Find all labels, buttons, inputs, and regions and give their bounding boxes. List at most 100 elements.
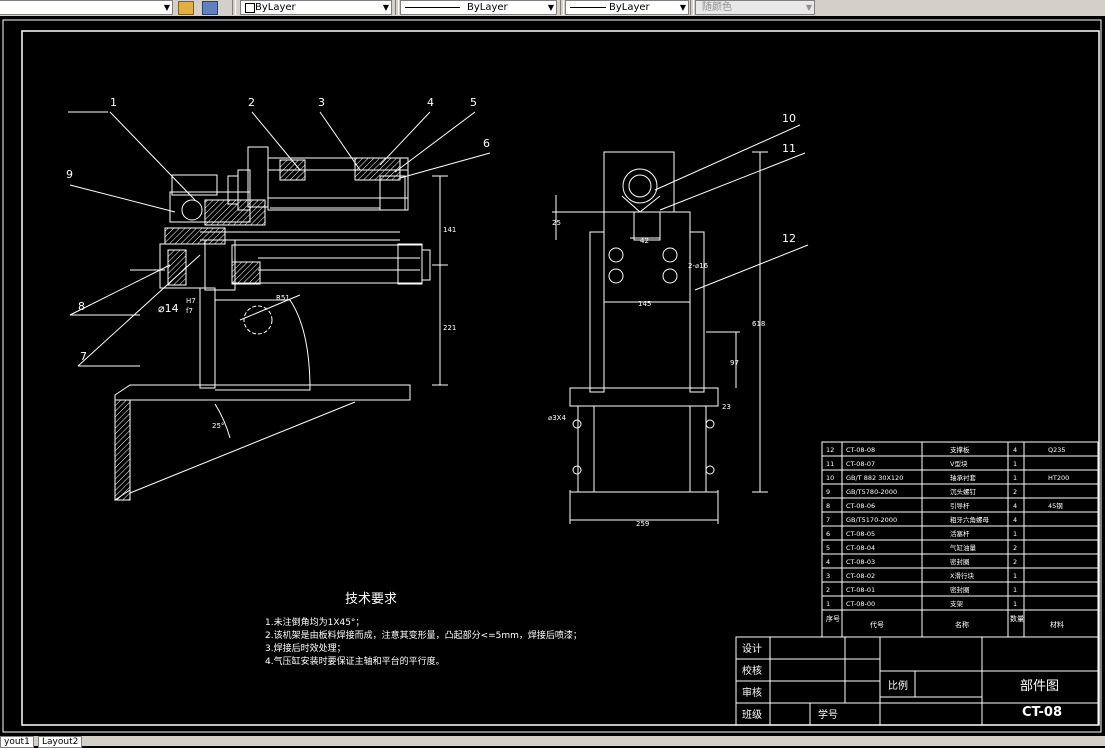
rear-cap-lower: [397, 243, 423, 285]
bom-cell-qty: 1: [1013, 474, 1017, 482]
drawing-canvas[interactable]: 1 2 3 4 5 6 7 8 9 10 11 12 141 221 ⌀14 H…: [0, 16, 1105, 736]
balloon-4: 4: [427, 96, 434, 109]
lineweight-dropdown[interactable]: ByLayer ▼: [565, 0, 689, 15]
bom-cell-qty: 1: [1013, 460, 1017, 468]
bom-cell-no: 9: [826, 488, 830, 496]
bom-cell-qty: 4: [1013, 446, 1017, 454]
bom-cell-code: GB/T5780-2000: [846, 488, 897, 496]
bom-cell-name: 活塞杆: [950, 529, 970, 538]
support-hatch: [164, 227, 226, 245]
left-plate: [589, 231, 605, 393]
bom-cell-code: CT-08-08: [846, 446, 875, 454]
leg-right: [689, 405, 707, 493]
bom-cell-name: 支架: [950, 599, 964, 608]
end-cap: [247, 146, 269, 208]
bom-cell-code: CT-08-01: [846, 586, 875, 594]
bom-header-name: 名称: [955, 620, 969, 629]
lower-flange: [204, 239, 236, 291]
layout-tab-bar: yout1 Layout2: [0, 736, 1105, 748]
bom-header-mat: 材料: [1050, 620, 1064, 629]
dim-42-text: 42: [640, 237, 649, 245]
bolt: [705, 419, 715, 429]
bom-cell-name: V型块: [950, 459, 968, 468]
tb-class: 班级: [742, 709, 762, 721]
plotstyle-value: 随颜色: [702, 2, 732, 13]
dim-14-text: ⌀14: [158, 302, 179, 315]
color-value: ByLayer: [255, 2, 296, 13]
layer-states-icon[interactable]: [202, 1, 218, 15]
flange-inner: [227, 175, 239, 205]
bom-cell-no: 3: [826, 572, 830, 580]
inner-frame: [21, 30, 1100, 726]
drawing-svg: 1 2 3 4 5 6 7 8 9 10 11 12 141 221 ⌀14 H…: [2, 19, 1102, 733]
dimension-labels: 141 221 ⌀14 H7 f7 R51 25° 25 42 145 2-⌀1…: [158, 219, 765, 528]
plotstyle-dropdown[interactable]: 随颜色 ▼: [695, 0, 815, 15]
bom-cell-no: 7: [826, 516, 830, 524]
tab-layout2[interactable]: Layout2: [38, 736, 83, 748]
bom-cell-name: 引导杆: [950, 501, 970, 510]
hole: [608, 247, 624, 263]
chevron-down-icon: ▼: [679, 3, 686, 12]
tech-req-line: 4.气压缸安装时要保证主轴和平台的平行度。: [265, 655, 445, 667]
dim-221-text: 221: [443, 324, 456, 332]
bom-cell-qty: 1: [1013, 530, 1017, 538]
balloon-11: 11: [782, 142, 796, 155]
dim-618-text: 618: [752, 320, 765, 328]
bom-cell-code: CT-08-05: [846, 530, 875, 538]
bom-cell-qty: 4: [1013, 502, 1017, 510]
chevron-down-icon: ▼: [382, 3, 389, 12]
chevron-down-icon: ▼: [163, 3, 170, 12]
right-plate: [689, 231, 705, 393]
seal-hatch: [354, 157, 401, 181]
bolt: [572, 419, 582, 429]
fitting: [421, 249, 431, 281]
bom-cell-code: CT-08-00: [846, 600, 875, 608]
dim-23-text: 23: [722, 403, 731, 411]
title-block-text: 设计 校核 审核 班级 学号 比例 部件图 CT-08: [742, 642, 1062, 721]
dim-141-text: 141: [443, 226, 456, 234]
bom-cell-code: CT-08-04: [846, 544, 875, 552]
bolt: [572, 465, 582, 475]
dim-25-text: 25: [552, 219, 561, 227]
bom-header: 序号 代号 名称 数量 材料: [826, 614, 1064, 629]
bom-cell-code: CT-08-02: [846, 572, 875, 580]
leader-2: [251, 111, 301, 171]
tb-drawing-code: CT-08: [1022, 705, 1062, 720]
lineweight-preview: [570, 7, 606, 8]
shaft-circle: [181, 199, 203, 221]
tb-student-no: 学号: [818, 708, 838, 721]
bom-cell-mat: Q235: [1048, 446, 1066, 454]
bom-cell-name: 密封圈: [950, 557, 970, 566]
dim-145-text: 145: [638, 300, 651, 308]
r51-leader: [239, 294, 301, 321]
layer-stack-icon[interactable]: [178, 1, 194, 15]
leader-11: [659, 152, 806, 211]
dim-16-text: 2-⌀16: [688, 262, 709, 270]
balloon-12: 12: [782, 232, 796, 245]
cylinder-body: [267, 157, 409, 211]
tech-req-title: 技术要求: [345, 592, 397, 607]
hole: [662, 268, 678, 284]
color-dropdown[interactable]: ByLayer ▼: [240, 0, 392, 15]
bearing-inner: [628, 174, 652, 198]
bearing-circle: [622, 168, 658, 204]
color-swatch-icon: [245, 3, 255, 13]
linetype-dropdown[interactable]: ByLayer ▼: [400, 0, 557, 15]
leader-12: [694, 244, 809, 291]
bom-cell-name: 密封圈: [950, 585, 970, 594]
leader-7: [77, 254, 201, 367]
leg-left: [577, 405, 595, 493]
tech-req-line: 1.未注倒角均为1X45°；: [265, 616, 364, 628]
bom-cell-qty: 1: [1013, 586, 1017, 594]
bolt: [705, 465, 715, 475]
linetype-preview: [405, 7, 460, 8]
bom-cell-name: 气缸油量: [950, 543, 977, 552]
leader-4: [379, 111, 431, 166]
tb-check: 校核: [742, 664, 762, 677]
tab-layout1[interactable]: yout1: [0, 736, 34, 748]
balloon-10: 10: [782, 112, 796, 125]
outer-frame: [2, 19, 1102, 733]
layer-dropdown[interactable]: ▼: [0, 0, 173, 15]
leader-9: [69, 184, 176, 213]
dim-97-text: 97: [730, 359, 739, 367]
